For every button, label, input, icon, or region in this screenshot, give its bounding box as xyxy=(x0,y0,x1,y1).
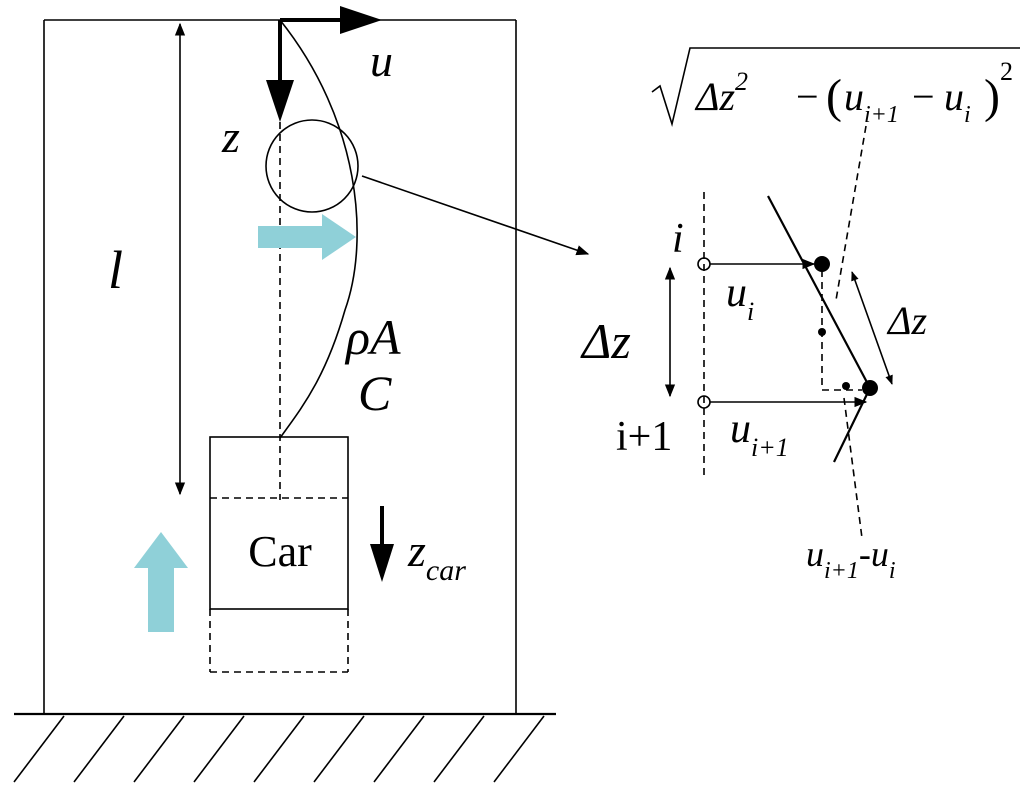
horizontal-motion-arrow-head xyxy=(322,214,356,260)
rope-segment xyxy=(767,195,871,389)
projection-dot-upper xyxy=(818,328,826,336)
axis-z-arrow xyxy=(266,20,294,122)
delta-z-left-label: Δz xyxy=(580,313,631,369)
axis-u-arrow xyxy=(280,6,382,34)
u-i-label: ui xyxy=(726,270,754,326)
svg-text:−: − xyxy=(796,74,819,119)
formula-leader-line xyxy=(835,125,867,301)
svg-text:(: ( xyxy=(826,70,842,123)
node-i-label: i xyxy=(672,216,684,262)
car-displacement-arrow xyxy=(370,506,394,582)
label-z-car: zcar xyxy=(407,525,466,587)
rope-segment-lower xyxy=(833,387,871,463)
zoom-pointer-line xyxy=(361,175,590,256)
projection-dot-lower xyxy=(842,382,850,390)
svg-text:ui+1: ui+1 xyxy=(844,74,899,128)
rope-curve xyxy=(279,19,358,439)
vertical-motion-arrow-head xyxy=(134,532,188,568)
label-c: C xyxy=(358,365,392,421)
delta-z-segment-arrow xyxy=(851,271,893,385)
difference-label: ui+1-ui xyxy=(806,534,896,584)
svg-text:ui: ui xyxy=(944,74,971,128)
svg-text:2: 2 xyxy=(1000,57,1013,86)
horizontal-motion-arrow xyxy=(258,214,356,260)
delta-z-right-label: Δz xyxy=(886,298,927,343)
node-i1-label: i+1 xyxy=(616,414,672,460)
vertical-motion-arrow xyxy=(134,532,188,632)
label-rho-a: ρA xyxy=(344,309,401,365)
rope-node-i xyxy=(814,256,830,272)
label-u: u xyxy=(370,35,393,86)
label-car: Car xyxy=(248,527,312,576)
sqrt-radical xyxy=(651,47,1020,128)
vertical-motion-arrow-shaft xyxy=(148,560,174,632)
svg-text:Δz2: Δz2 xyxy=(694,67,748,119)
segment-length-formula: Δz2 − ( ui+1 − ui ) 2 xyxy=(651,47,1020,128)
label-l: l xyxy=(108,240,123,300)
ground-hatch xyxy=(13,712,556,783)
label-z: z xyxy=(221,111,240,162)
car-box xyxy=(209,436,349,673)
horizontal-motion-arrow-shaft xyxy=(258,226,330,248)
u-i1-label: ui+1 xyxy=(730,406,789,462)
rope-node-i1 xyxy=(862,380,878,396)
zoom-circle xyxy=(265,119,359,213)
svg-text:−: − xyxy=(912,74,935,119)
difference-leader-line xyxy=(843,397,863,539)
svg-text:): ) xyxy=(984,70,1000,123)
